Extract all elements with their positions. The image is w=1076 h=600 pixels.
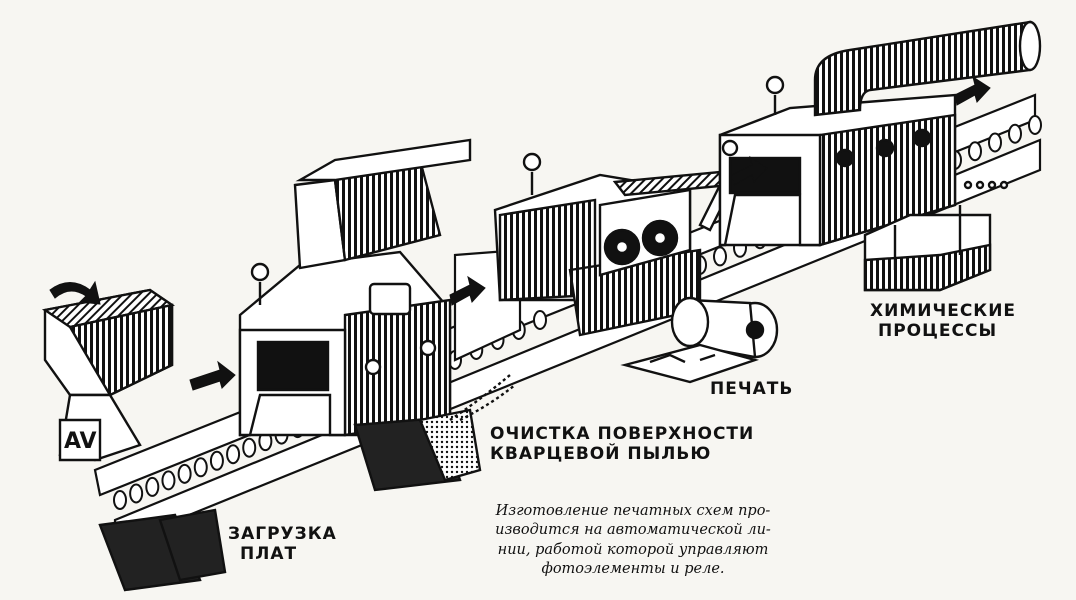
label-cleaning-line2: КВАРЦЕВОЙ ПЫЛЬЮ: [490, 443, 712, 464]
chemical-tunnel: [718, 20, 1042, 247]
hopper-marking: AV: [64, 429, 97, 454]
label-printing-line1: ПЕЧАТЬ: [710, 379, 794, 399]
loading-plates: [98, 508, 227, 592]
arrow-into-hopper: [49, 280, 101, 305]
chemical-tank: [863, 180, 1009, 292]
printing-machine: [493, 152, 733, 337]
label-loading-line2: ПЛАТ: [240, 543, 298, 564]
roller: [209, 450, 224, 471]
roller: [533, 310, 547, 330]
roller: [226, 444, 241, 465]
arrow-to-printer: [449, 275, 486, 306]
arrow-to-tunnel: [189, 360, 236, 391]
label-chemical-line2: ПРОЦЕССЫ: [878, 320, 998, 341]
loading-hopper: AV: [41, 288, 175, 462]
cleaning-tunnel: [238, 138, 472, 437]
label-loading: ЗАГРУЗКА ПЛАТ: [228, 524, 337, 564]
caption-line: фотоэлементы и реле.: [541, 560, 725, 577]
label-chemical: ХИМИЧЕСКИЕ ПРОЦЕССЫ: [870, 301, 1017, 341]
arrow-output: [954, 75, 991, 106]
label-loading-line1: ЗАГРУЗКА: [228, 524, 337, 544]
roller: [1028, 115, 1042, 135]
arrow-to-chemical: [731, 155, 768, 186]
roller: [1008, 123, 1022, 144]
label-printing: ПЕЧАТЬ: [710, 379, 794, 400]
flow-arrows: [49, 75, 991, 391]
roller: [161, 470, 176, 491]
roller: [988, 132, 1002, 153]
roller: [193, 457, 208, 478]
roller: [129, 483, 144, 504]
quartz-cleaned-plates: [353, 374, 516, 492]
roller: [968, 141, 982, 162]
caption-line: изводится на автоматической ли-: [495, 522, 771, 539]
label-cleaning-line1: ОЧИСТКА ПОВЕРХНОСТИ: [490, 424, 755, 444]
figure-caption: Изготовление печатных схем про- изводитс…: [468, 502, 798, 579]
roller: [713, 246, 727, 267]
roller: [113, 490, 127, 510]
roller: [177, 463, 192, 484]
caption-line: нии, работой которой управляют: [497, 541, 769, 558]
roller: [145, 476, 160, 497]
caption-line: Изготовление печатных схем про-: [495, 503, 771, 519]
print-roller: [620, 296, 779, 384]
label-chemical-line1: ХИМИЧЕСКИЕ: [870, 301, 1017, 321]
label-cleaning: ОЧИСТКА ПОВЕРХНОСТИ КВАРЦЕВОЙ ПЫЛЬЮ: [490, 424, 755, 464]
roller: [242, 437, 257, 458]
